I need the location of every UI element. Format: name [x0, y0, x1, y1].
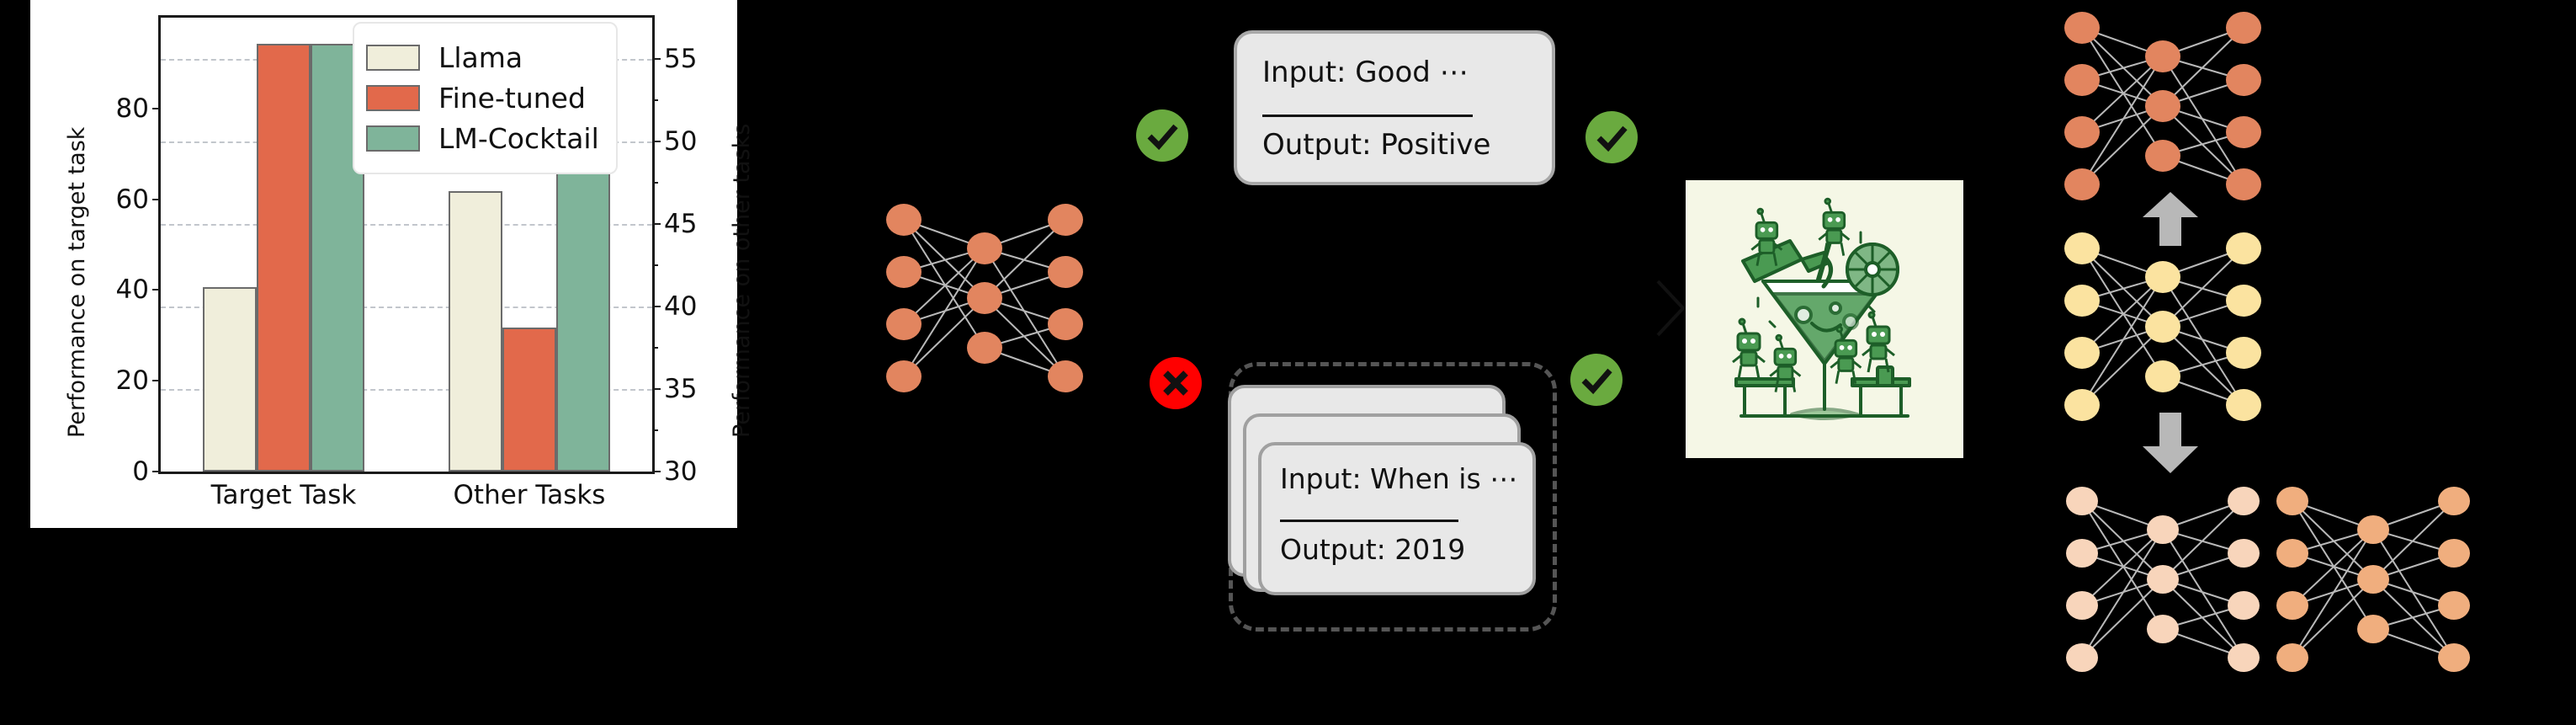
merged-network-a	[2062, 482, 2264, 677]
checkmark-icon	[1136, 109, 1188, 162]
base-copy-network	[2062, 229, 2264, 424]
negative-example-card-stack: Input: When is ⋯ Output: 2019	[1228, 362, 1557, 632]
arrow-up-icon	[2143, 192, 2198, 246]
card-divider	[1280, 520, 1458, 522]
bar-llama	[203, 286, 257, 472]
bar-chart-panel: Performance on target task Performance o…	[30, 0, 755, 528]
merged-network-b	[2272, 482, 2474, 677]
y-tick-left: 40	[116, 275, 161, 305]
y-tick-right: 30	[652, 456, 697, 487]
legend-item: Fine-tuned	[366, 82, 599, 115]
bar-lm-cocktail	[556, 168, 610, 472]
y-tick-right: 50	[652, 126, 697, 157]
base-model-network	[884, 200, 1086, 396]
y-tick-right: 55	[652, 44, 697, 74]
arrow-down-icon	[2143, 413, 2198, 473]
legend-item: Llama	[366, 41, 599, 74]
card-divider	[1262, 115, 1473, 117]
legend-swatch	[366, 85, 420, 111]
stack-card-front: Input: When is ⋯ Output: 2019	[1258, 442, 1536, 595]
y-axis-label-right: Performance on other tasks	[729, 123, 755, 438]
fine-tuned-network	[2062, 8, 2264, 204]
y-tick-right: 45	[652, 209, 697, 239]
positive-input-text: Input: Good ⋯	[1262, 56, 1469, 89]
legend-swatch	[366, 125, 420, 152]
legend-item: LM-Cocktail	[366, 122, 599, 155]
legend-label: Fine-tuned	[438, 82, 586, 115]
negative-output-text: Output: 2019	[1280, 533, 1466, 566]
bar-fine-tuned	[502, 328, 556, 472]
checkmark-icon	[1585, 111, 1638, 163]
cross-icon	[1150, 357, 1202, 409]
gridline	[161, 224, 652, 226]
legend-swatch	[366, 45, 420, 71]
y-tick-left: 80	[116, 93, 161, 124]
y-tick-left: 0	[132, 456, 161, 487]
legend-label: Llama	[438, 41, 523, 74]
bar-llama	[449, 190, 502, 472]
y-axis-label-left: Performance on target task	[64, 126, 90, 438]
positive-example-card: Input: Good ⋯ Output: Positive	[1234, 30, 1555, 185]
x-tick-label: Other Tasks	[453, 480, 606, 510]
positive-output-text: Output: Positive	[1262, 128, 1491, 162]
gridline	[161, 307, 652, 308]
x-tick-label: Target Task	[210, 480, 357, 510]
y-tick-left: 20	[116, 365, 161, 396]
y-tick-right: 40	[652, 291, 697, 322]
negative-input-text: Input: When is ⋯	[1280, 462, 1518, 495]
lm-cocktail-illustration	[1686, 180, 1963, 458]
gridline	[161, 389, 652, 391]
bar-fine-tuned	[257, 44, 311, 472]
y-tick-right: 35	[652, 374, 697, 404]
checkmark-icon	[1570, 354, 1623, 406]
y-tick-left: 60	[116, 184, 161, 215]
chevron-right-icon	[1654, 278, 1688, 339]
legend-label: LM-Cocktail	[438, 122, 599, 155]
